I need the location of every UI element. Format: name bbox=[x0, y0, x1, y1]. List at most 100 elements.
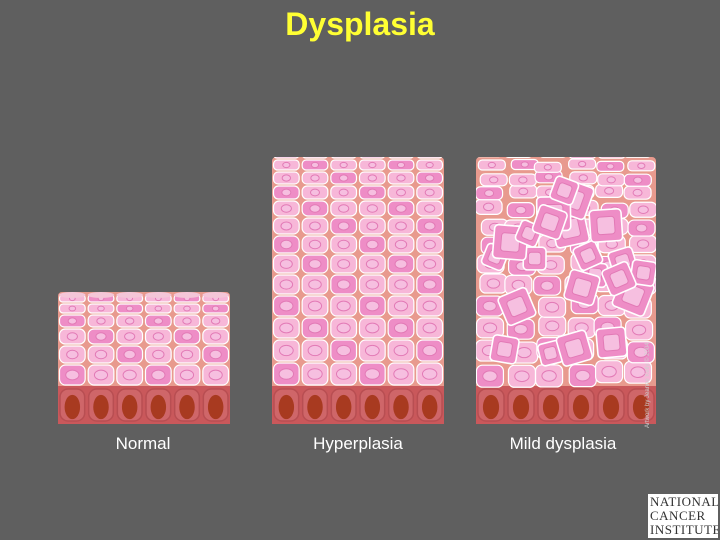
cell-nucleus bbox=[336, 300, 351, 312]
epithelial-cell bbox=[359, 157, 385, 159]
cell-nucleus bbox=[366, 239, 379, 250]
cell-nucleus bbox=[396, 161, 406, 169]
cell-nucleus bbox=[578, 160, 587, 168]
cell-nucleus bbox=[337, 239, 350, 250]
cell-nucleus bbox=[487, 161, 496, 169]
surface-cell-edge bbox=[145, 292, 172, 298]
cell-nucleus bbox=[336, 344, 352, 357]
cell-nucleus bbox=[394, 279, 408, 290]
cell-nucleus bbox=[180, 349, 194, 360]
cell-nucleus bbox=[365, 322, 380, 334]
cell-nucleus bbox=[601, 365, 617, 378]
cell-nucleus bbox=[280, 204, 292, 213]
cell-nucleus bbox=[307, 368, 323, 380]
cell-nucleus bbox=[182, 317, 192, 325]
basal-nucleus bbox=[64, 394, 81, 420]
cell-nucleus bbox=[393, 368, 409, 380]
cell-nucleus bbox=[209, 349, 222, 360]
cell-nucleus bbox=[513, 323, 528, 335]
cell-nucleus bbox=[95, 332, 107, 341]
cell-nucleus bbox=[307, 322, 323, 334]
cell-nucleus bbox=[632, 188, 643, 197]
cell-nucleus bbox=[122, 369, 137, 381]
cell-nucleus bbox=[394, 259, 408, 269]
atypical-cell bbox=[595, 326, 628, 359]
cell-nucleus bbox=[484, 189, 495, 198]
basal-layer bbox=[476, 386, 656, 424]
basal-nucleus bbox=[482, 394, 500, 420]
atypical-cell bbox=[549, 175, 580, 206]
cell-nucleus bbox=[66, 349, 79, 360]
cell-nucleus bbox=[364, 368, 381, 380]
cell-nucleus bbox=[278, 368, 295, 380]
cell-nucleus bbox=[423, 221, 436, 231]
cell-nucleus bbox=[635, 223, 648, 233]
epithelial-cell bbox=[388, 157, 414, 159]
cell-nucleus bbox=[632, 324, 647, 336]
cell-nucleus bbox=[336, 322, 351, 334]
cell-nucleus bbox=[208, 369, 223, 381]
cell-nucleus bbox=[396, 174, 406, 182]
cell-nucleus bbox=[514, 370, 530, 383]
epithelial-cell bbox=[417, 157, 443, 159]
basal-nucleus bbox=[512, 394, 530, 420]
cell-nucleus bbox=[367, 174, 378, 182]
cell-nucleus bbox=[544, 301, 560, 313]
cell-nucleus bbox=[96, 317, 106, 325]
atypical-cell bbox=[601, 260, 637, 297]
nci-logo: NATIONAL CANCER INSTITUTE bbox=[648, 494, 718, 538]
normal-tissue-illustration bbox=[58, 292, 230, 424]
cell-nucleus bbox=[336, 279, 351, 290]
cell-nucleus bbox=[396, 188, 406, 197]
cell-nucleus bbox=[124, 332, 136, 341]
cell-nucleus bbox=[425, 161, 434, 169]
cell-nucleus bbox=[210, 317, 221, 325]
surface-cell-edge bbox=[173, 292, 201, 298]
cell-nucleus bbox=[308, 279, 322, 290]
cell-nucleus bbox=[482, 370, 498, 382]
cell-nucleus bbox=[424, 204, 436, 213]
cell-nucleus bbox=[93, 369, 109, 381]
cell-nucleus bbox=[606, 163, 615, 170]
basal-nucleus bbox=[572, 394, 590, 420]
basal-nucleus bbox=[278, 394, 295, 420]
cell-nucleus bbox=[393, 344, 409, 357]
cell-nucleus bbox=[422, 279, 437, 290]
cell-nucleus bbox=[394, 239, 408, 250]
slide-title: Dysplasia bbox=[285, 6, 435, 42]
cell-nucleus bbox=[183, 305, 191, 312]
basal-nucleus bbox=[364, 394, 381, 420]
atypical-cell bbox=[563, 268, 601, 307]
basal-nucleus bbox=[93, 394, 109, 420]
cell-nucleus bbox=[152, 349, 165, 360]
cell-nucleus bbox=[94, 349, 108, 360]
cell-nucleus bbox=[637, 205, 649, 214]
cell-nucleus bbox=[310, 174, 320, 182]
cell-nucleus bbox=[310, 188, 320, 197]
basal-nucleus bbox=[307, 394, 323, 420]
basal-nucleus bbox=[542, 394, 560, 420]
basal-nucleus bbox=[602, 394, 620, 420]
atypical-cell bbox=[537, 339, 564, 367]
cell-nucleus bbox=[365, 259, 379, 269]
cell-nucleus bbox=[393, 322, 409, 334]
cell-nucleus bbox=[279, 279, 294, 290]
cell-nucleus bbox=[123, 349, 136, 360]
cell-nucleus bbox=[482, 322, 498, 334]
cell-nucleus bbox=[422, 300, 437, 312]
epithelial-cell bbox=[273, 157, 299, 159]
surface-cell-edge bbox=[116, 292, 143, 298]
cell-nucleus bbox=[124, 317, 135, 325]
cell-nucleus bbox=[211, 305, 220, 312]
cell-nucleus bbox=[338, 188, 349, 197]
cell-nucleus bbox=[309, 221, 321, 231]
cell-nucleus bbox=[67, 317, 78, 325]
epithelial-cell bbox=[569, 157, 596, 159]
cell-nucleus bbox=[515, 205, 527, 215]
cell-nucleus bbox=[395, 221, 407, 231]
cell-nucleus bbox=[421, 368, 438, 380]
cell-nucleus bbox=[280, 221, 293, 231]
cell-nucleus bbox=[365, 279, 380, 290]
cell-nucleus bbox=[278, 344, 294, 357]
cell-nucleus bbox=[152, 332, 164, 341]
